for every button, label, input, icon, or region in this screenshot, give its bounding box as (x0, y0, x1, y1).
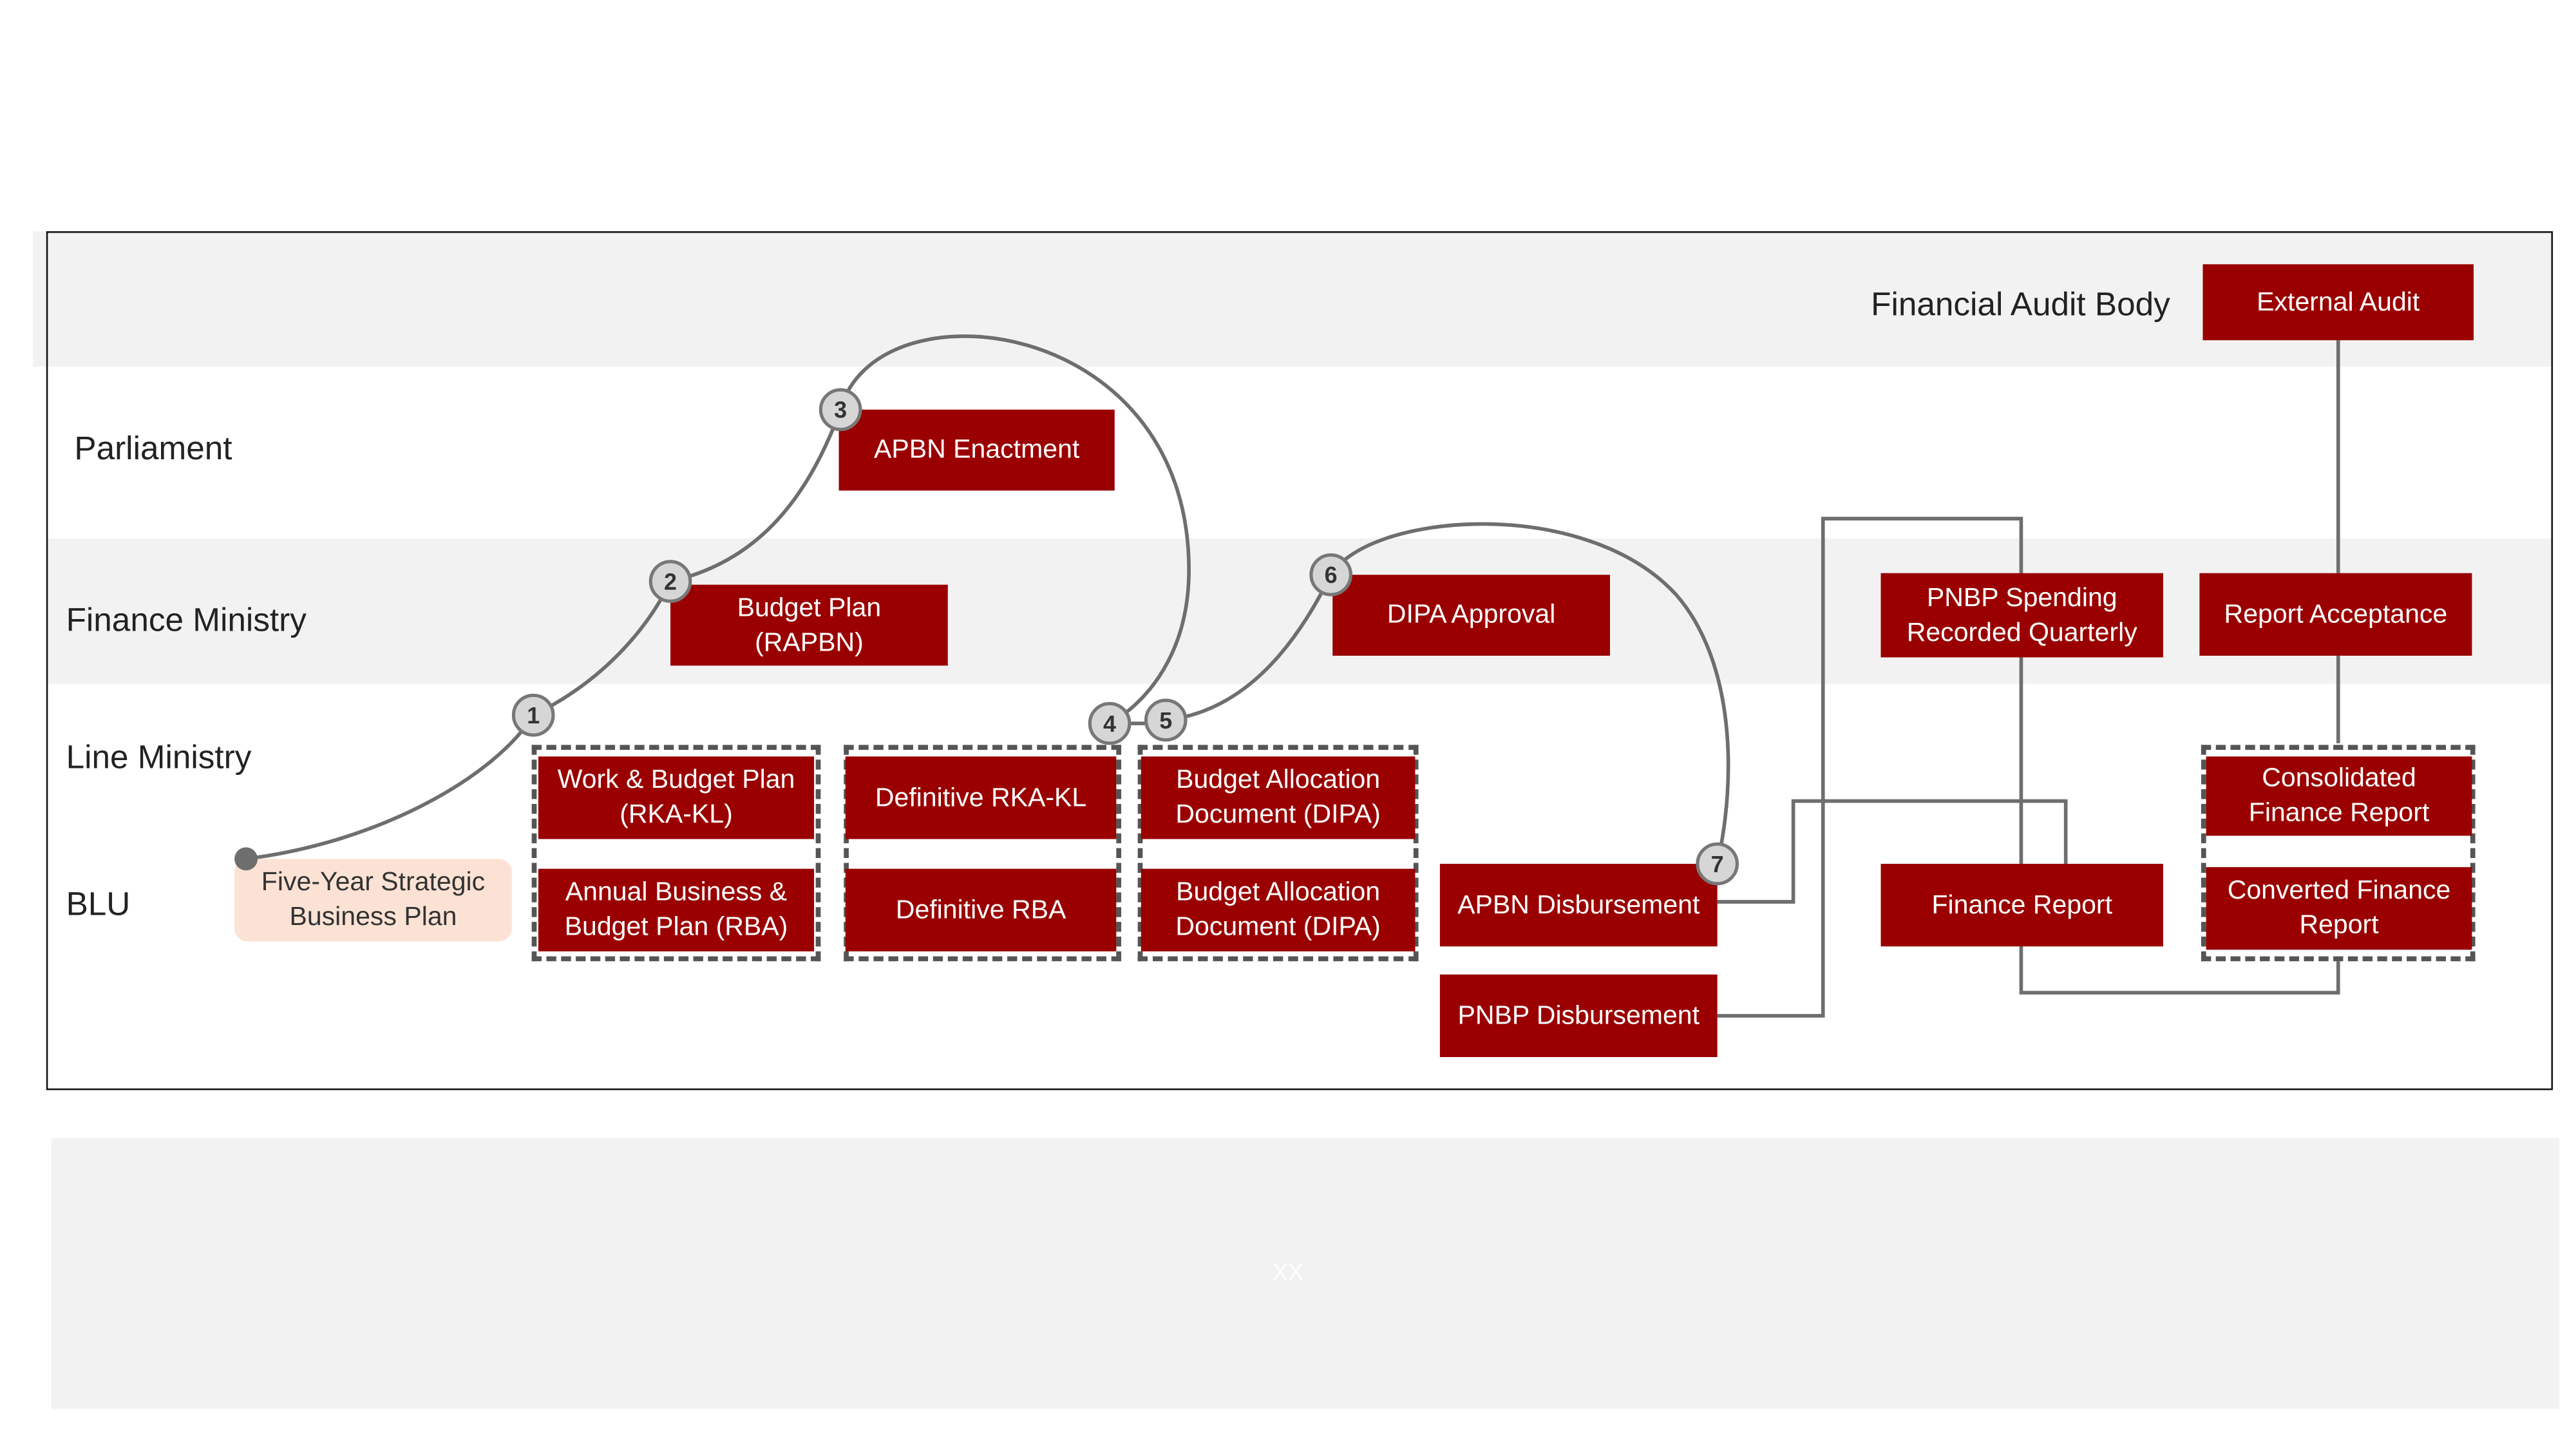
group-definitive (844, 745, 1122, 962)
step-marker-5: 5 (1144, 698, 1188, 742)
box-dipa-line-ministry: Budget Allocation Document (DIPA) (1141, 756, 1416, 839)
connector-3-to-4 (838, 334, 1191, 725)
step-marker-1: 1 (511, 693, 555, 737)
audit-lane-band (33, 231, 2553, 367)
connector-5-to-6 (1165, 574, 1333, 722)
step-marker-7: 7 (1696, 842, 1739, 886)
box-rba: Annual Business & Budget Plan (RBA) (538, 868, 815, 951)
box-consolidated-report: Consolidated Finance Report (2206, 756, 2472, 836)
box-apbn-disbursement: APBN Disbursement (1439, 864, 1718, 947)
box-pnbp-spending: PNBP Spending Recorded Quarterly (1880, 573, 2163, 658)
group-reports (2201, 745, 2476, 962)
step-marker-4: 4 (1088, 701, 1132, 745)
lane-label-parliament: Parliament (74, 431, 232, 468)
box-report-acceptance: Report Acceptance (2199, 573, 2472, 656)
step-marker-3: 3 (819, 388, 862, 432)
lane-label-audit: Financial Audit Body (1871, 287, 2170, 324)
start-dot (234, 847, 258, 871)
lane-label-finance: Finance Ministry (66, 602, 307, 640)
box-dipa-blu: Budget Allocation Document (DIPA) (1141, 868, 1416, 951)
box-strategic-plan: Five-Year Strategic Business Plan (234, 859, 512, 942)
box-definitive-rka-kl: Definitive RKA-KL (845, 756, 1117, 839)
footer-placeholder-text: XX (1273, 1258, 1303, 1285)
connector-6-to-7 (1329, 522, 1730, 864)
group-dipa (1137, 745, 1419, 962)
box-budget-plan: Budget Plan (RAPBN) (670, 584, 948, 666)
connector-plan-to-1 (245, 714, 535, 861)
group-plans (531, 745, 821, 962)
connector-apbn-to-finance-report (1717, 799, 2068, 904)
step-marker-6: 6 (1309, 553, 1352, 596)
box-finance-report: Finance Report (1880, 864, 2163, 947)
box-external-audit: External Audit (2202, 264, 2474, 341)
diagram-frame (46, 231, 2553, 1091)
box-converted-report: Converted Finance Report (2206, 867, 2472, 950)
box-definitive-rba: Definitive RBA (845, 868, 1117, 951)
connector-pnbp-to-finance-report (1717, 517, 2340, 1018)
box-rka-kl: Work & Budget Plan (RKA-KL) (538, 756, 815, 839)
box-dipa-approval: DIPA Approval (1332, 575, 1610, 656)
box-pnbp-disbursement: PNBP Disbursement (1439, 974, 1718, 1058)
connector-1-to-2 (532, 580, 672, 717)
step-marker-2: 2 (649, 560, 692, 603)
lane-label-blu: BLU (66, 886, 131, 924)
box-apbn-enactment: APBN Enactment (838, 409, 1115, 491)
footer-band (51, 1138, 2560, 1409)
connector-2-to-3 (670, 408, 842, 584)
lane-label-line-ministry: Line Ministry (66, 739, 252, 777)
